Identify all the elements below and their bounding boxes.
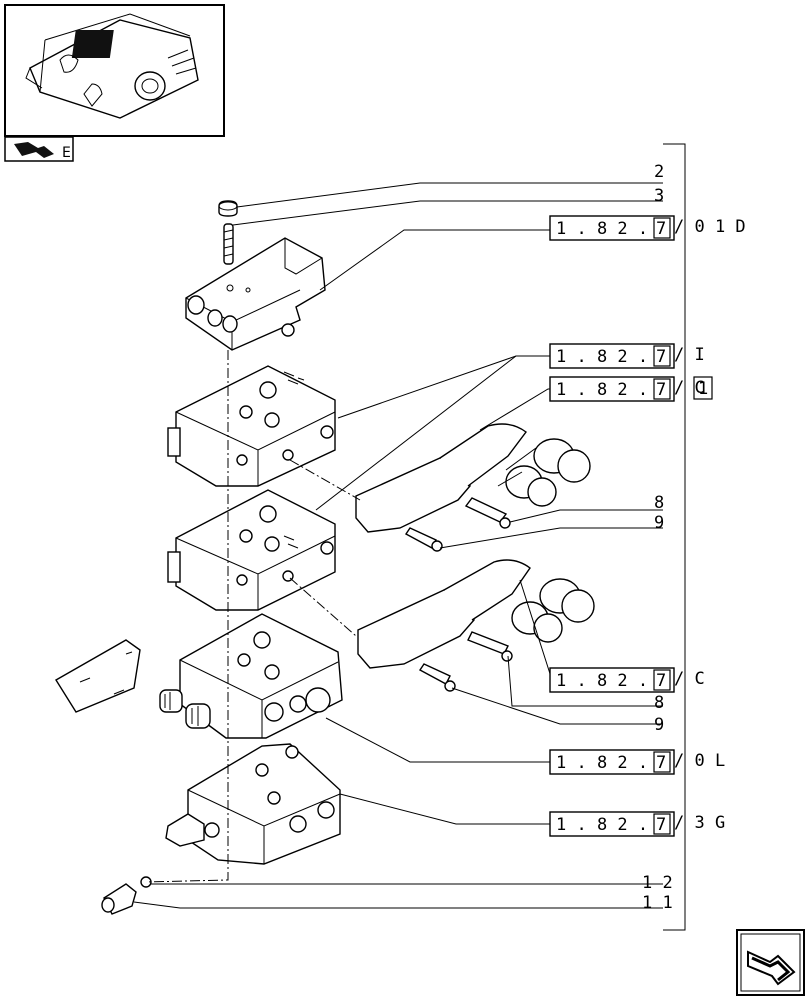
- reference-link-6[interactable]: 1 . 8 2 . 7 / 3 G: [549, 811, 725, 837]
- reference-digit: 7: [656, 753, 666, 773]
- reference-suffix: / C: [674, 669, 705, 689]
- group-bracket: [663, 143, 686, 931]
- valve-section-1: [167, 365, 336, 487]
- cap-nut-part-2: [218, 200, 238, 217]
- thumbnail-frame: E: [4, 4, 225, 162]
- reference-digit: 7: [656, 815, 666, 835]
- reference-link-2[interactable]: 1 . 8 2 . 7 / I: [549, 343, 705, 369]
- reference-prefix: 1 . 8 2 .: [556, 671, 648, 691]
- inlet-section: [165, 743, 341, 865]
- svg-text:E: E: [62, 145, 71, 161]
- callout-12: 1 2: [642, 873, 673, 893]
- callout-8-upper: 8: [654, 493, 664, 513]
- bolt-part-9-upper: [404, 527, 443, 552]
- fitting-part-11: [101, 883, 137, 915]
- reference-boxed-char: 1: [698, 379, 708, 399]
- coupler-block-lower: [357, 559, 595, 669]
- coupler-axis-line-upper: [289, 459, 361, 637]
- thumbnail-arrow-icon[interactable]: E: [4, 136, 74, 162]
- callout-2: 2: [654, 162, 664, 182]
- reference-suffix: / 3 G: [674, 813, 725, 833]
- reference-suffix: / 0 1 D: [674, 217, 746, 237]
- reference-suffix: / 0 L: [674, 751, 725, 771]
- reference-prefix: 1 . 8 2 .: [556, 219, 648, 239]
- reference-link-5[interactable]: 1 . 8 2 . 7 / 0 L: [549, 749, 725, 775]
- valve-cover-section: [185, 237, 326, 351]
- callout-9-upper: 9: [654, 513, 664, 533]
- reference-link-1[interactable]: 1 . 8 2 . 7 / 0 1 D: [549, 215, 746, 241]
- reference-digit: 7: [656, 380, 666, 400]
- bolt-part-8-lower: [467, 631, 513, 662]
- reference-prefix: 1 . 8 2 .: [556, 753, 648, 773]
- thumbnail-housing-drawing: [25, 13, 199, 119]
- reference-link-3[interactable]: 1 . 8 2 . 7 / C 1: [549, 376, 713, 402]
- reference-suffix: / C: [674, 378, 705, 398]
- reference-prefix: 1 . 8 2 .: [556, 347, 648, 367]
- callout-11: 1 1: [642, 893, 673, 913]
- callout-8-lower: 8: [654, 693, 664, 713]
- gasket-plate: [55, 639, 141, 713]
- bolt-part-8-upper: [464, 497, 511, 529]
- reference-link-4[interactable]: 1 . 8 2 . 7 / C: [549, 667, 705, 693]
- reference-digit: 7: [656, 219, 666, 239]
- coupler-block-upper: [355, 423, 591, 533]
- callout-3: 3: [654, 186, 664, 206]
- reference-suffix: / I: [674, 345, 705, 365]
- next-page-arrow-icon[interactable]: [736, 929, 805, 996]
- reference-prefix: 1 . 8 2 .: [556, 380, 648, 400]
- stud-part-3: [223, 223, 234, 265]
- leader-lines: [133, 182, 663, 909]
- valve-section-3: [159, 613, 343, 739]
- bolt-part-9-lower: [418, 663, 456, 692]
- reference-digit: 7: [656, 347, 666, 367]
- valve-section-2: [167, 489, 336, 611]
- assembly-axis-line: [145, 350, 229, 883]
- reference-digit: 7: [656, 671, 666, 691]
- reference-prefix: 1 . 8 2 .: [556, 815, 648, 835]
- callout-9-lower: 9: [654, 715, 664, 735]
